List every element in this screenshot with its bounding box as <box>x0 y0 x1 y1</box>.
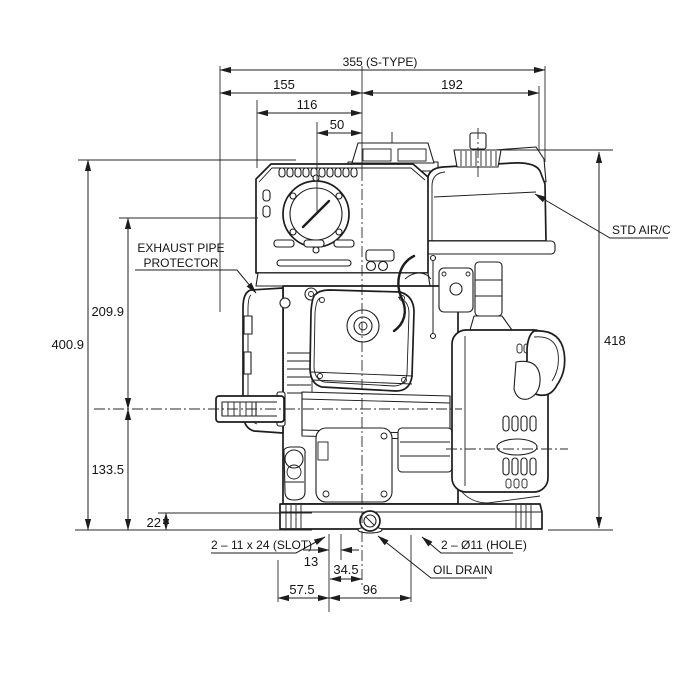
fan-cover-grille <box>278 167 358 178</box>
oil-filler <box>283 446 306 501</box>
dim-base-left: 57.5 <box>289 582 314 597</box>
leader-lines <box>135 193 668 579</box>
callout-exhaust-line1: EXHAUST PIPE <box>137 241 224 255</box>
callout-hole: 2 – Ø11 (HOLE) <box>441 538 527 552</box>
dim-overall-width: 355 (S-TYPE) <box>343 55 418 69</box>
callout-oil-drain: OIL DRAIN <box>433 563 493 577</box>
fan-cover <box>255 163 429 274</box>
dim-overall-height: 400.9 <box>51 337 84 352</box>
dim-width-left: 155 <box>273 77 295 92</box>
dim-width-right: 192 <box>441 77 463 92</box>
callout-exhaust-line2: PROTECTOR <box>143 256 218 270</box>
callout-slot: 2 – 11 x 24 (SLOT) <box>211 538 312 552</box>
engine-base <box>279 503 543 534</box>
dimension-labels: 355 (S-TYPE) 155 192 116 50 400.9 209.9 … <box>51 55 625 597</box>
dimension-lines <box>84 66 603 602</box>
valve-cover <box>309 289 415 392</box>
dim-width-small: 50 <box>330 117 344 132</box>
dim-slot-offset: 13 <box>304 554 318 569</box>
dim-upper-height: 209.9 <box>91 304 124 319</box>
engine-illustration <box>215 132 566 534</box>
dim-crank-height: 133.5 <box>91 462 124 477</box>
carburetor-linkage <box>365 249 513 340</box>
dim-base-right: 96 <box>363 582 377 597</box>
callout-labels: EXHAUST PIPE PROTECTOR STD AIR/C 2 – 11 … <box>137 223 671 577</box>
dim-right-height: 418 <box>604 333 626 348</box>
recoil-bolts <box>289 174 343 254</box>
callout-std-air: STD AIR/C <box>612 223 671 237</box>
dim-width-inner: 116 <box>297 97 318 112</box>
dim-drain-offset: 34.5 <box>333 562 358 577</box>
dim-foot-height: 22 <box>147 515 161 530</box>
fuel-tank <box>414 132 556 255</box>
fuel-valve-lever <box>513 330 566 400</box>
crankcase-cover <box>315 427 393 503</box>
